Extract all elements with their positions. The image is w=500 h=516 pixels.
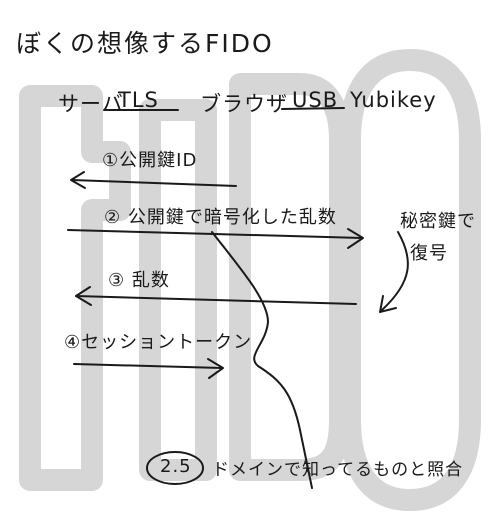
arrow-1-head [70, 171, 86, 189]
arrow-2-head [347, 228, 364, 249]
bg-letter-i [139, 99, 217, 481]
arrow-2-line [67, 229, 363, 239]
message-arrows [67, 171, 409, 489]
bg-letter-f [19, 85, 131, 491]
arrow-4-head [207, 358, 224, 379]
arrow-3-line [75, 295, 357, 305]
bg-letter-o [339, 49, 481, 511]
background-fido-letters [19, 49, 481, 511]
step-2-5-label: ドメインで知ってるものと照合 [212, 460, 464, 480]
actor-underlines [103, 107, 345, 111]
actor-yubikey: Yubikey [350, 88, 437, 112]
step-2-label: ② 公開鍵で暗号化した乱数 [104, 207, 337, 228]
actor-usb: USB [292, 88, 339, 112]
arrow-4-line [73, 363, 223, 369]
actor-server: サーバ [58, 92, 124, 116]
annotation-connector [211, 231, 313, 489]
step-1-label: ①公開鍵ID [102, 150, 198, 171]
usb-underline [281, 107, 345, 110]
decrypt-curve-head [379, 295, 397, 313]
actor-browser: ブラウザ [200, 92, 288, 116]
decrypt-note-line-2: 復号 [410, 243, 448, 264]
step-3-label: ③ 乱数 [108, 270, 170, 291]
actor-tls: TLS [118, 88, 159, 112]
step-4-label: ④セッショントークン [64, 332, 253, 353]
step-2-5-marker: 2.5 [160, 456, 192, 477]
diagram-title: ぼくの想像するFIDO [16, 29, 274, 58]
arrow-1-line [71, 179, 237, 187]
arrow-3-head [75, 286, 92, 306]
bg-letter-d [229, 73, 351, 481]
step-2-5-circle [146, 451, 204, 485]
decrypt-note-line-1: 秘密鍵で [400, 211, 476, 232]
decrypt-curve-arrow [381, 231, 409, 311]
